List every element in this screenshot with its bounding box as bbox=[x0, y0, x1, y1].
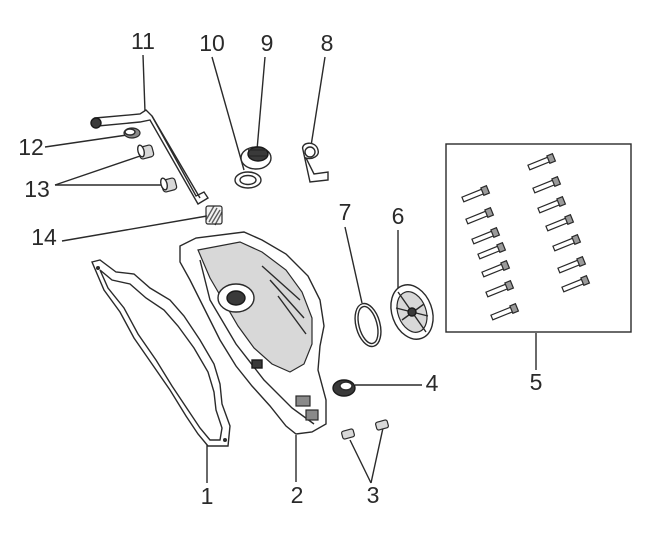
part-5-bolt-set bbox=[445, 143, 632, 333]
part-6-inspection-cover bbox=[390, 284, 434, 340]
leader-7 bbox=[344, 226, 363, 304]
part-13-bushings bbox=[137, 144, 178, 193]
callout-1: 1 bbox=[201, 483, 214, 509]
part-9-plug bbox=[240, 146, 272, 170]
callout-13: 13 bbox=[24, 176, 50, 202]
part-11-lever bbox=[90, 109, 209, 205]
callout-2: 2 bbox=[291, 482, 304, 508]
leader-9 bbox=[256, 56, 266, 151]
bolt-icon bbox=[465, 206, 495, 225]
bolt-icon bbox=[485, 279, 515, 298]
part-7-oring bbox=[354, 302, 382, 348]
part-10-oring bbox=[234, 171, 262, 189]
callout-10: 10 bbox=[199, 30, 225, 56]
bolt-icon bbox=[537, 195, 567, 214]
callout-7: 7 bbox=[339, 199, 352, 225]
part-3-dowel-pins bbox=[341, 419, 389, 440]
part-4-plug bbox=[332, 379, 356, 397]
bolt-icon bbox=[490, 302, 520, 321]
bolt-icon bbox=[461, 184, 491, 203]
leader-3b bbox=[370, 427, 384, 484]
callout-12: 12 bbox=[18, 134, 44, 160]
bolt-icon bbox=[561, 274, 591, 293]
callout-4: 4 bbox=[426, 370, 439, 396]
part-8-clip bbox=[302, 142, 329, 183]
leader-8 bbox=[310, 56, 326, 147]
leader-11 bbox=[142, 54, 146, 113]
bolt-icon bbox=[557, 255, 587, 274]
part-2-cover bbox=[179, 231, 327, 435]
part-12-bushing bbox=[123, 127, 141, 139]
bolt-icon bbox=[552, 233, 582, 252]
callout-3: 3 bbox=[367, 482, 380, 508]
bolt-icon bbox=[545, 213, 575, 232]
bolt-icon bbox=[527, 152, 557, 171]
leader-14 bbox=[61, 215, 208, 242]
part-1-gasket bbox=[91, 259, 231, 447]
callout-6: 6 bbox=[392, 203, 405, 229]
bolt-icon bbox=[481, 259, 511, 278]
leader-12 bbox=[44, 134, 128, 148]
part-14-spring bbox=[205, 205, 223, 226]
callout-8: 8 bbox=[321, 30, 334, 56]
leader-10 bbox=[211, 56, 245, 171]
callout-9: 9 bbox=[261, 30, 274, 56]
callout-5: 5 bbox=[530, 369, 543, 395]
leader-3a bbox=[349, 439, 372, 484]
bolt-icon bbox=[471, 226, 501, 245]
callout-11: 11 bbox=[131, 28, 155, 54]
bolt-icon bbox=[532, 175, 562, 194]
bolts bbox=[461, 152, 591, 321]
bolt-icon bbox=[477, 241, 507, 260]
bolt-set-frame bbox=[445, 143, 632, 333]
leader-13a bbox=[54, 154, 144, 186]
leader-lines bbox=[44, 54, 537, 484]
callout-14: 14 bbox=[31, 224, 57, 250]
